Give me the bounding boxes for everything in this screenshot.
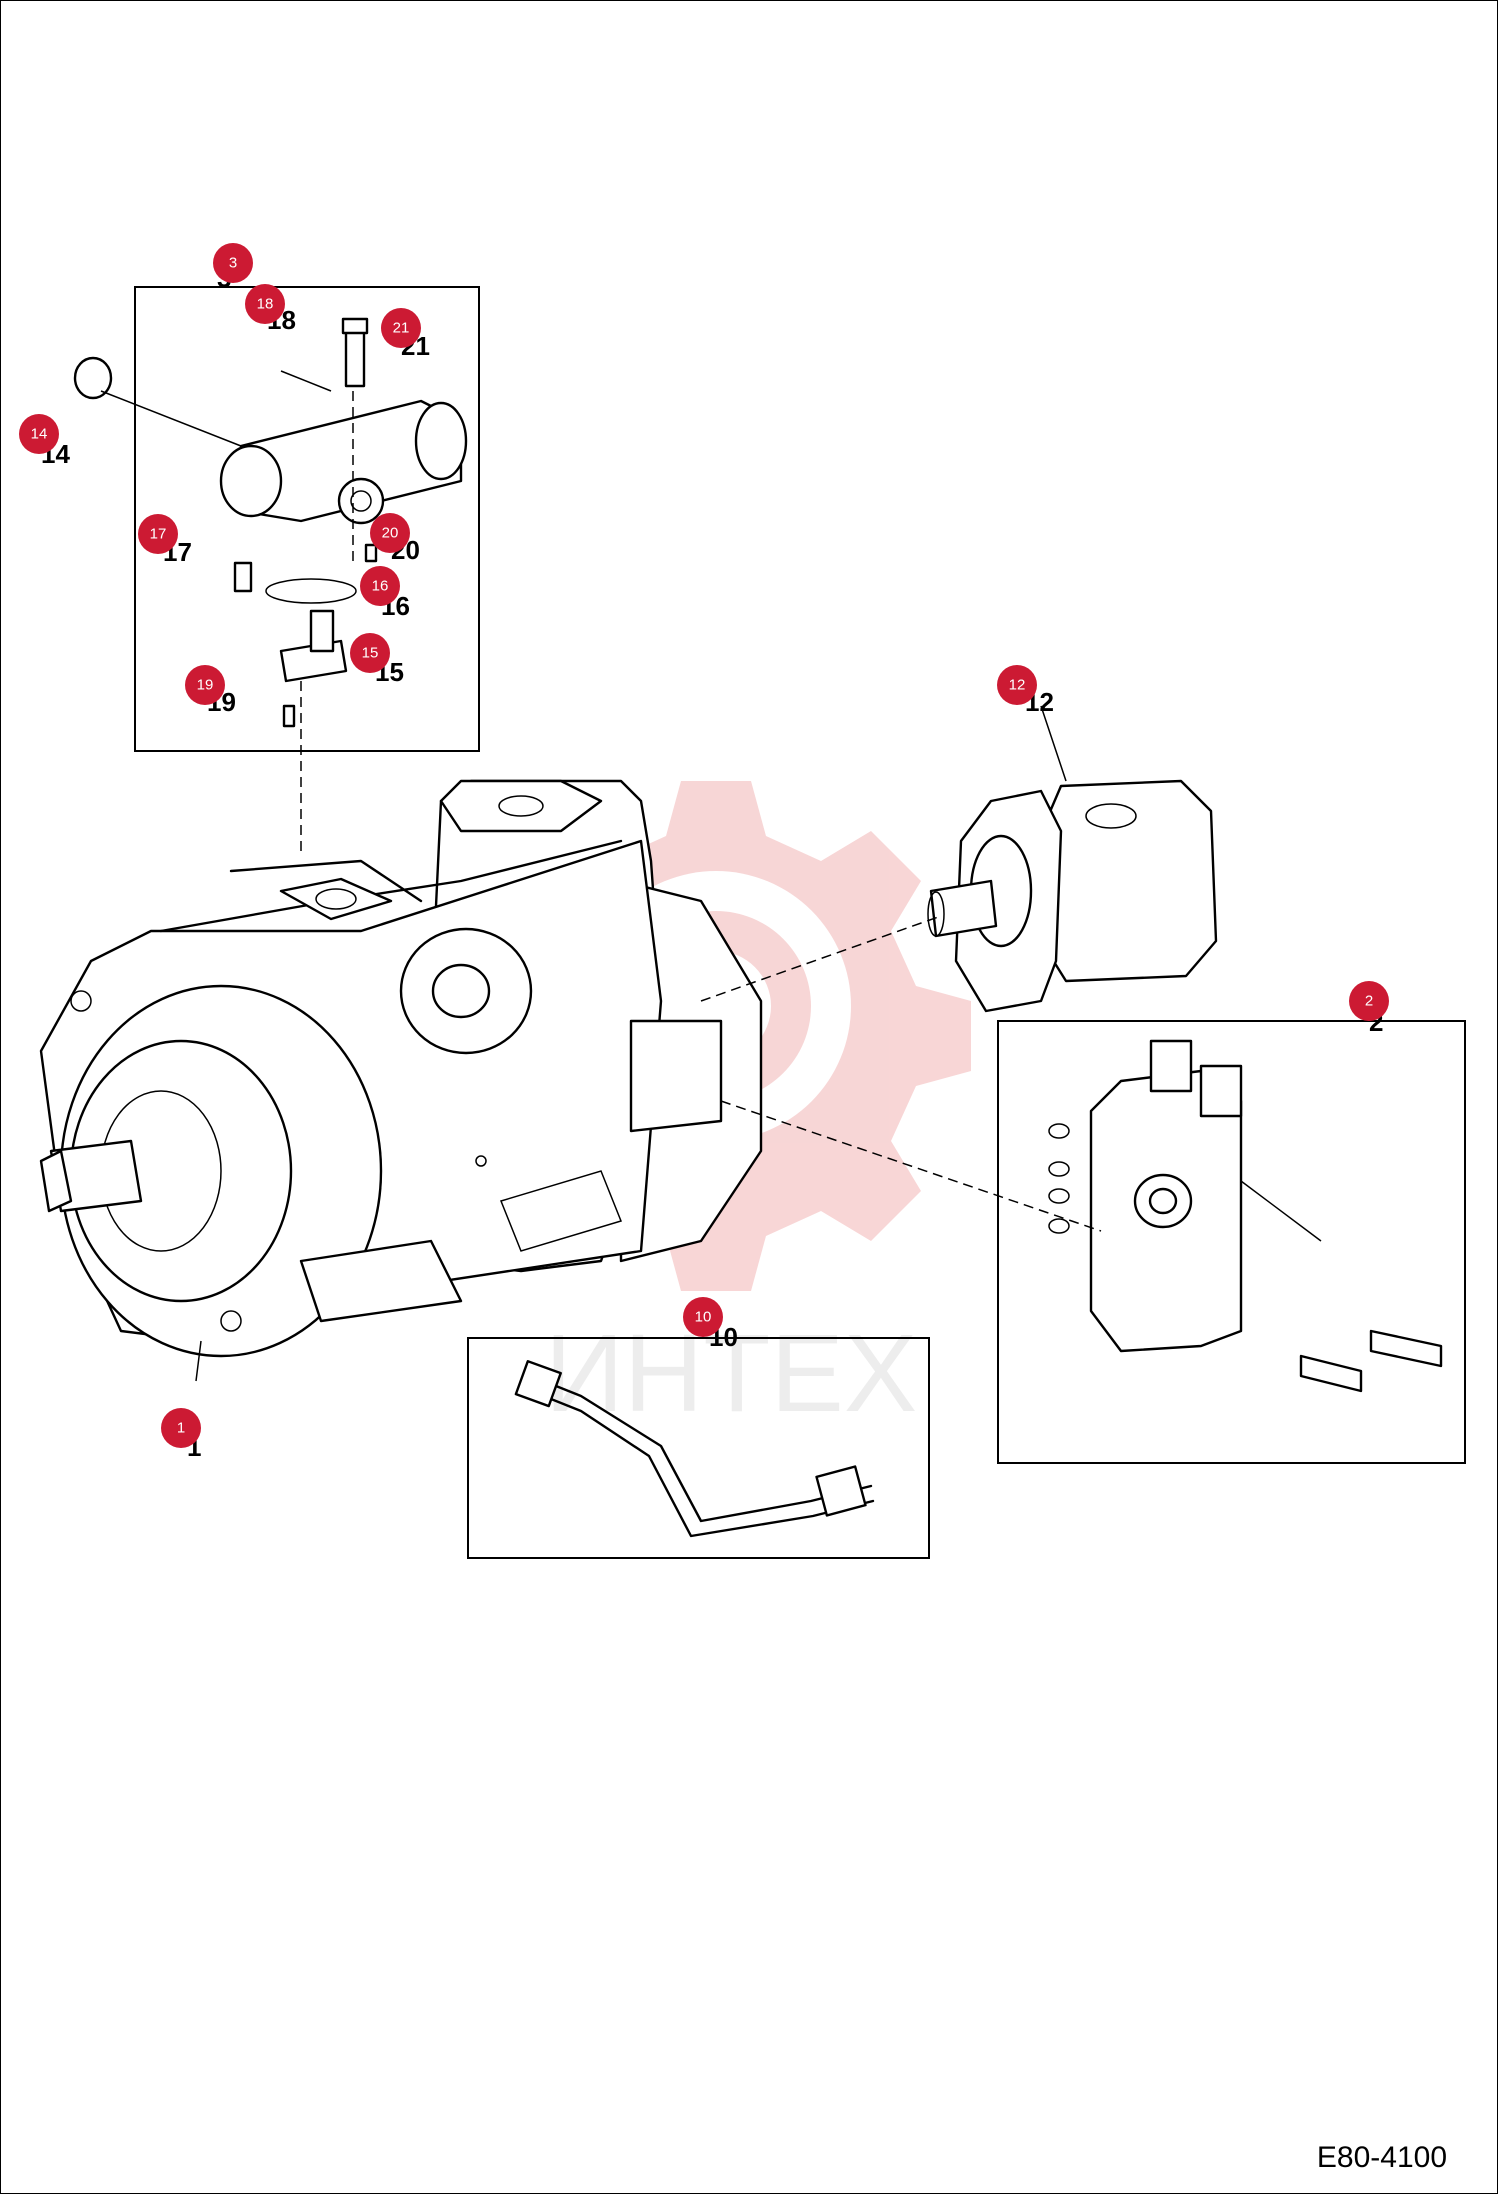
callout-20[interactable]: 20 — [370, 513, 410, 553]
leader-line-12 — [1040, 705, 1067, 782]
callout-19[interactable]: 19 — [185, 665, 225, 705]
svg-text:15: 15 — [362, 645, 379, 662]
callout-16[interactable]: 16 — [360, 566, 400, 606]
detail-box-3 — [134, 286, 480, 752]
leader-line-1 — [195, 1340, 202, 1382]
callout-1[interactable]: 1 — [161, 1408, 201, 1448]
svg-text:3: 3 — [229, 255, 237, 272]
regulator-drawing — [73, 317, 468, 851]
callout-12[interactable]: 12 — [997, 665, 1037, 705]
svg-text:1: 1 — [177, 1420, 185, 1437]
svg-text:10: 10 — [695, 1309, 712, 1326]
callout-15[interactable]: 15 — [350, 633, 390, 673]
callout-17[interactable]: 17 — [138, 514, 178, 554]
detail-box-2 — [997, 1020, 1466, 1464]
main-pump-drawing — [39, 779, 763, 1358]
svg-text:14: 14 — [31, 426, 48, 443]
svg-text:2: 2 — [1365, 993, 1373, 1010]
callout-3[interactable]: 3 — [213, 243, 253, 283]
callout-2[interactable]: 2 — [1349, 981, 1389, 1021]
pipe-drawing — [514, 1360, 875, 1538]
svg-text:12: 12 — [1009, 677, 1026, 694]
callout-21[interactable]: 21 — [381, 308, 421, 348]
svg-text:20: 20 — [382, 525, 399, 542]
callout-14[interactable]: 14 — [19, 414, 59, 454]
gear-pump-drawing — [927, 779, 1218, 1013]
shaft-line-12 — [700, 915, 942, 1002]
svg-text:19: 19 — [197, 677, 214, 694]
callout-18[interactable]: 18 — [245, 284, 285, 324]
watermark-text: ИНТЕХ — [545, 1312, 917, 1435]
callout-10[interactable]: 10 — [683, 1297, 723, 1337]
svg-text:16: 16 — [372, 578, 389, 595]
detail-box-10 — [467, 1337, 930, 1559]
document-number: E80-4100 — [1316, 2141, 1447, 2174]
shaft-line-2 — [720, 1100, 1102, 1232]
svg-text:18: 18 — [257, 296, 274, 313]
svg-text:17: 17 — [150, 526, 167, 543]
valve-block-drawing — [1048, 1039, 1443, 1393]
svg-text:21: 21 — [393, 320, 410, 337]
